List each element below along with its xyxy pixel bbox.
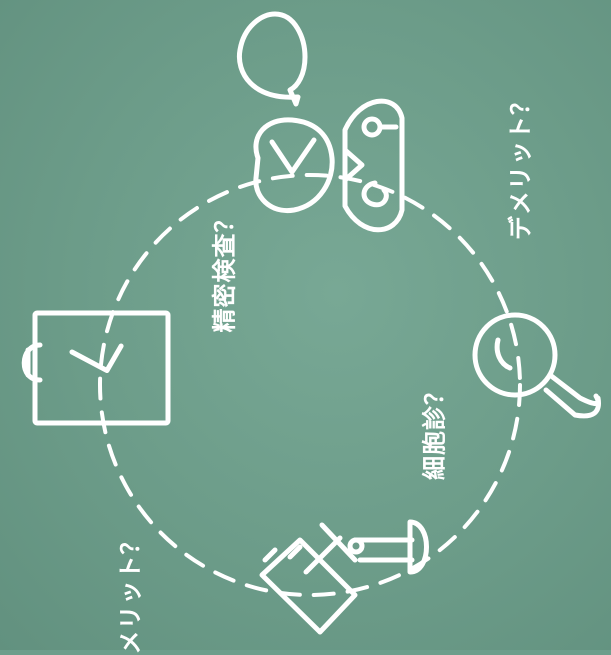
label-cytology: 細胞診？ [420,380,449,480]
clipboard-check-icon [21,310,171,426]
speech-bubble-icon [236,11,308,107]
label-precise-exam: 精密検査？ [210,207,239,333]
dashed-cycle-ring [98,173,522,597]
label-demerit: デメリット？ [506,90,535,240]
label-merit: メリット？ [116,529,145,655]
doctor-icon [253,98,405,233]
magnifier-icon [472,312,602,419]
microscope-icon [259,519,429,635]
